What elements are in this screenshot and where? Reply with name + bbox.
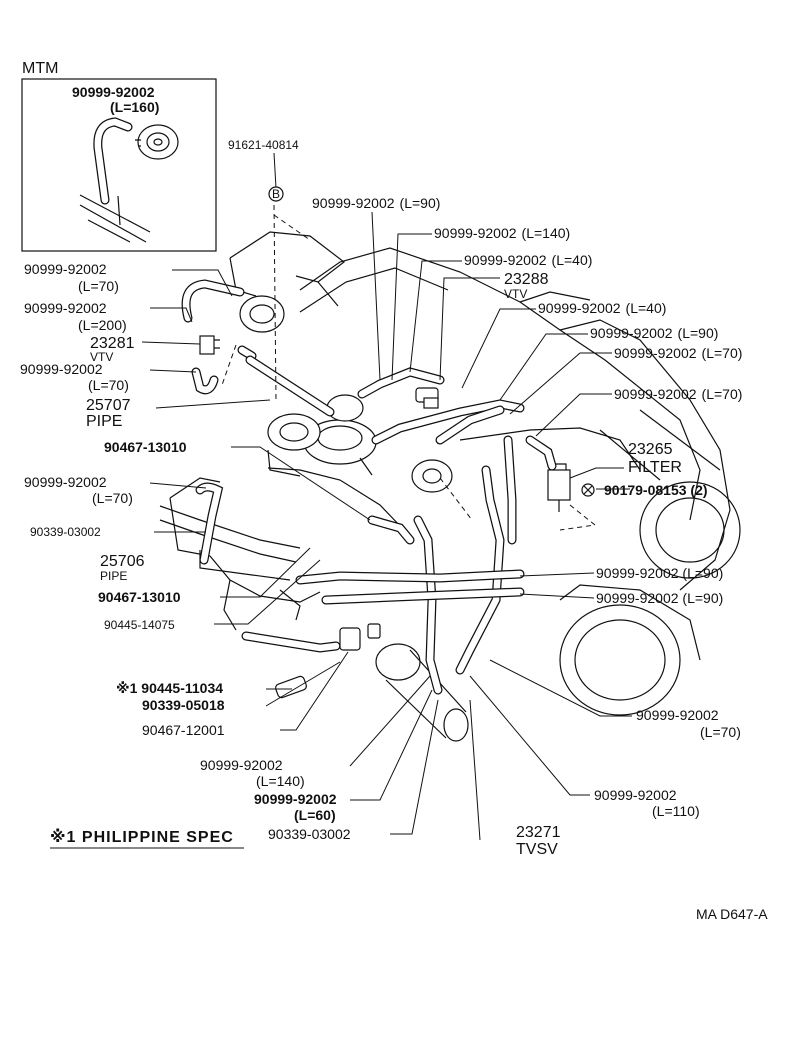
label-hose-l200-part: 90999-92002 xyxy=(24,300,107,316)
label-90445-14075: 90445-14075 xyxy=(104,618,175,632)
inset-title: MTM xyxy=(22,60,58,77)
inset-length: (L=160) xyxy=(110,99,159,115)
vtv-23288-body xyxy=(415,387,439,409)
label-hose-l60-part: 90999-92002 xyxy=(254,791,337,807)
inset-part-number: 90999-92002 xyxy=(72,84,155,100)
label-hose-l90-right-b: 90999-92002 (L=90) xyxy=(596,590,723,606)
lower-fittings xyxy=(241,623,381,699)
dashed-connections xyxy=(221,204,473,521)
label-hose-l110-part: 90999-92002 xyxy=(594,787,677,803)
marker-b-text: B xyxy=(272,187,280,201)
label-91621-40814: 91621-40814 xyxy=(228,138,299,152)
label-hose-l70-lower-len: (L=70) xyxy=(88,377,129,393)
label-hose-l110-len: (L=110) xyxy=(652,803,700,819)
marker-b: B xyxy=(268,186,284,202)
label-hose-l40-mid: 90999-92002(L=40) xyxy=(538,300,666,316)
vtv-23281-body xyxy=(199,295,285,355)
label-hose-l70-bottom-len: (L=70) xyxy=(700,724,741,740)
label-tvsv-23271: 23271 xyxy=(516,824,561,841)
tvsv-23271-body xyxy=(375,643,469,742)
inset-vtv xyxy=(137,124,179,160)
leader-lines xyxy=(141,152,632,841)
mtm-inset: MTM 90999-92002 (L=160) xyxy=(21,60,217,252)
label-filter-name: FILTER xyxy=(628,459,682,476)
label-hose-l40-top: 90999-92002(L=40) xyxy=(464,252,592,268)
label-hose-l200-len: (L=200) xyxy=(78,317,127,333)
label-hose-l70-left2-part: 90999-92002 xyxy=(24,474,107,490)
label-pipe-25707: 25707 xyxy=(86,397,131,414)
filter-23265-body xyxy=(547,463,597,531)
label-90467-13010-lower: 90467-13010 xyxy=(98,589,181,605)
drawing-code: MA D647-A xyxy=(696,906,768,922)
label-pipe-25707-name: PIPE xyxy=(86,413,122,430)
label-vtv-23288: 23288 xyxy=(504,271,549,288)
label-pipe-25706: 25706 xyxy=(100,553,145,570)
label-hose-l90-right-a: 90999-92002 (L=90) xyxy=(596,565,723,581)
lower-drum xyxy=(559,584,701,716)
label-90339-05018: 90339-05018 xyxy=(142,697,225,713)
label-hose-l140-top: 90999-92002(L=140) xyxy=(434,225,570,241)
label-90467-13010-upper: 90467-13010 xyxy=(104,439,187,455)
label-hose-l70-left2-len: (L=70) xyxy=(92,490,133,506)
label-hose-l70-bottom-part: 90999-92002 xyxy=(636,707,719,723)
throttle-body xyxy=(267,413,377,477)
label-vtv-23281: 23281 xyxy=(90,335,135,352)
label-pipe-25706-name: PIPE xyxy=(100,569,127,583)
label-vtv-23288-name: VTV xyxy=(504,287,527,301)
label-hose-l60-len: (L=60) xyxy=(294,807,336,823)
label-vtv-23281-name: VTV xyxy=(90,350,113,364)
label-tvsv-name: TVSV xyxy=(516,841,558,858)
label-90467-12001: 90467-12001 xyxy=(142,722,225,738)
label-filter-23265: 23265 xyxy=(628,441,673,458)
label-hose-l70-left-part: 90999-92002 xyxy=(24,261,107,277)
footnote-philippine-spec: ※1 PHILIPPINE SPEC xyxy=(50,828,234,846)
label-hose-l90-mid: 90999-92002(L=90) xyxy=(590,325,718,341)
egr-valve xyxy=(326,394,453,493)
label-90339-03002-lower: 90339-03002 xyxy=(268,826,351,842)
labels: 91621-40814 90999-92002(L=90) 90999-9200… xyxy=(20,138,742,858)
footnote-block: ※1 PHILIPPINE SPEC xyxy=(50,828,244,849)
label-hose-l90-top: 90999-92002(L=90) xyxy=(312,195,440,211)
label-90339-03002-upper: 90339-03002 xyxy=(30,525,101,539)
air-cleaner xyxy=(599,409,741,579)
inset-hose-end xyxy=(117,195,121,226)
label-hose-l70-right: 90999-92002(L=70) xyxy=(614,386,742,402)
label-hose-l70-mid: 90999-92002(L=70) xyxy=(614,345,742,361)
hoses xyxy=(181,279,557,695)
label-hose-l70-left-len: (L=70) xyxy=(78,278,119,294)
inset-frame xyxy=(21,78,217,252)
label-hose-l140-lower-len: (L=140) xyxy=(256,773,305,789)
label-90445-11034: ※1 90445-11034 xyxy=(116,680,223,696)
label-90179-08153: 90179-08153 (2) xyxy=(604,482,708,498)
pipe-25706-body xyxy=(159,505,301,581)
engine-outline xyxy=(169,231,731,631)
label-hose-l70-lower-part: 90999-92002 xyxy=(20,361,103,377)
label-hose-l140-lower-part: 90999-92002 xyxy=(200,757,283,773)
